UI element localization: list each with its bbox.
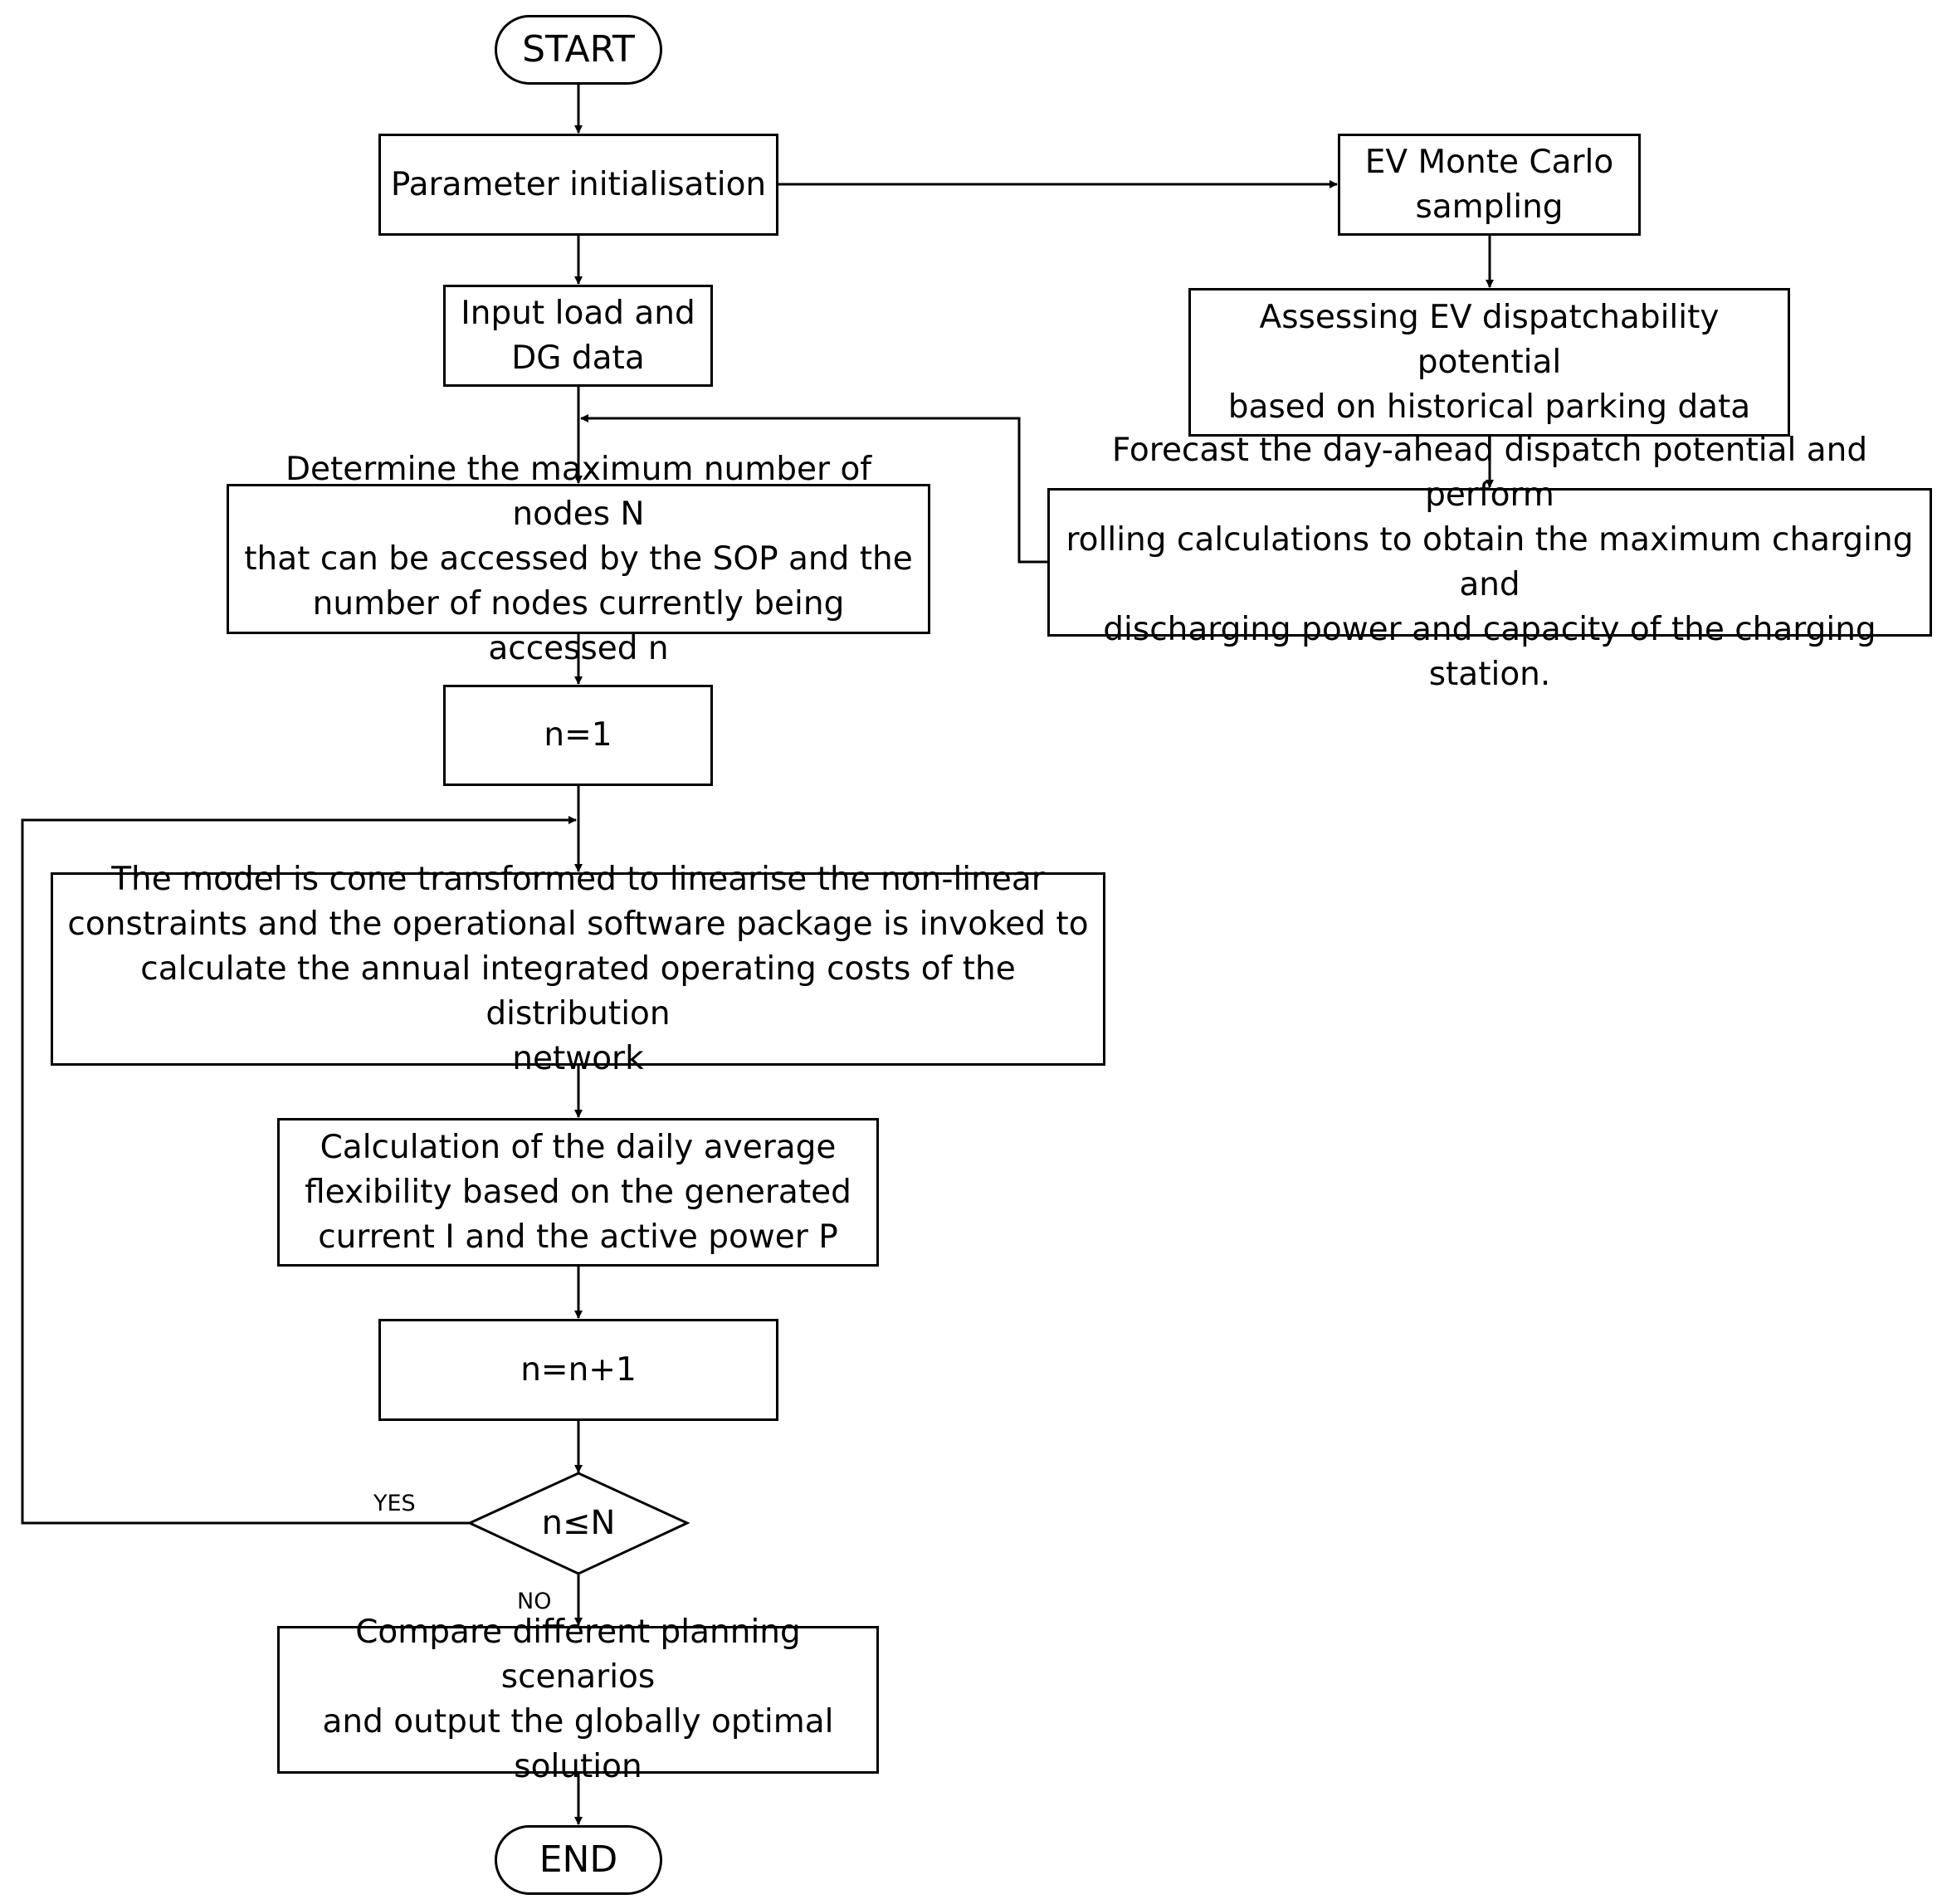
cone-transform-model-box: The model is cone transformed to lineari…	[51, 861, 1105, 1077]
determine-max-nodes-box: Determine the maximum number of nodes N …	[227, 451, 930, 667]
parameter-initialisation-box: Parameter initialisation	[378, 134, 778, 236]
end-terminator: END	[495, 1825, 662, 1895]
start-terminator: START	[495, 15, 662, 85]
arrow-forecast-to-main	[580, 414, 1047, 564]
no-label: NO	[517, 1589, 552, 1614]
daily-flexibility-box: Calculation of the daily average flexibi…	[277, 1118, 879, 1267]
compare-scenarios-box: Compare different planning scenarios and…	[277, 1614, 879, 1785]
n-increment-box: n=n+1	[378, 1319, 778, 1421]
input-load-dg-data-box: Input load and DG data	[443, 285, 713, 387]
n-equals-1-box: n=1	[443, 685, 713, 786]
arrow-yes-loop	[21, 816, 577, 1525]
forecast-dispatch-box: Forecast the day-ahead dispatch potentia…	[1047, 432, 1932, 693]
condition-label: n≤N	[541, 1504, 616, 1542]
ev-monte-carlo-box: EV Monte Carlo sampling	[1338, 134, 1641, 236]
yes-label: YES	[373, 1491, 416, 1516]
ev-dispatchability-box: Assessing EV dispatchability potential b…	[1188, 288, 1790, 437]
decision-diamond	[466, 1472, 690, 1575]
